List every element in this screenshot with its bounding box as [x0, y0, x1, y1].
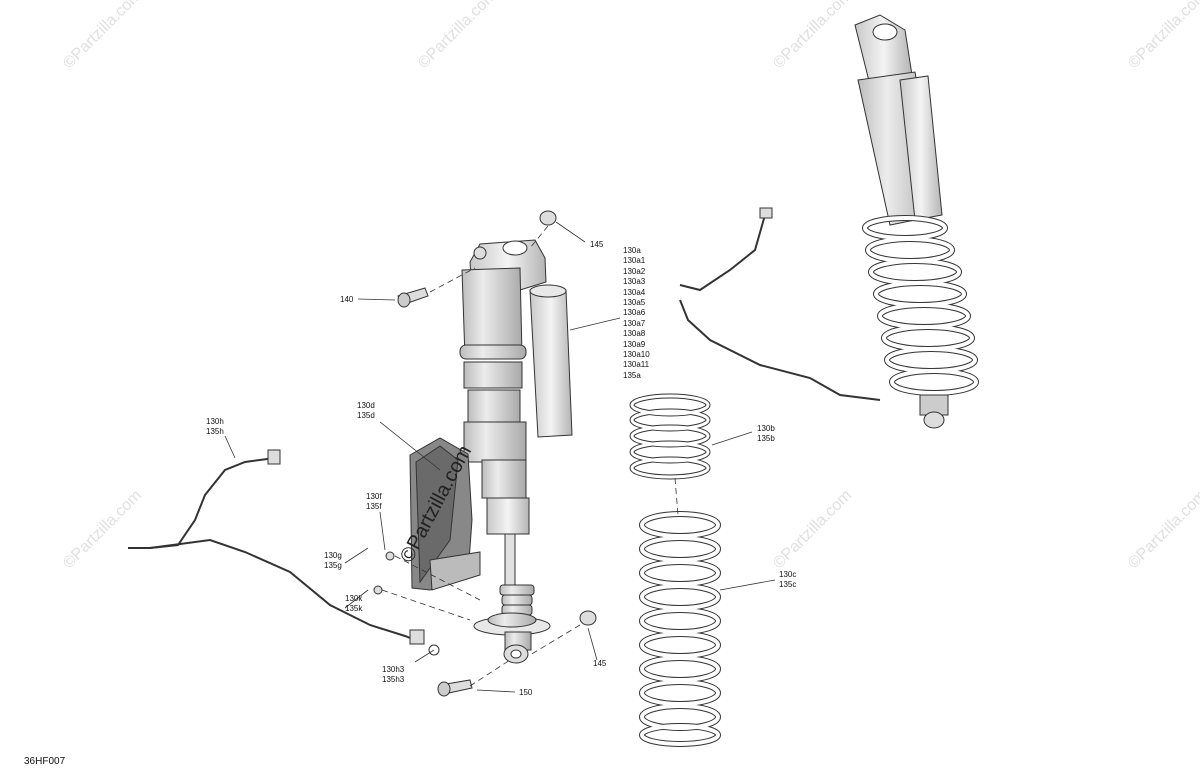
label-140: 140 [340, 295, 354, 304]
label-145-top: 145 [590, 240, 604, 249]
shock-guard [409, 437, 481, 591]
bolt-140 [397, 287, 429, 308]
label-130h3: 130h3 135h3 [382, 665, 405, 685]
assembled-shock [854, 14, 979, 429]
label-130a-group: 130a 130a1 130a2 130a3 130a4 130a5 130a6… [623, 246, 650, 380]
label-130g: 130g 135g [324, 551, 342, 571]
nut-145-bottom [579, 610, 597, 626]
label-150: 150 [519, 688, 533, 697]
label-130d: 130d 135d [357, 401, 375, 421]
label-130k: 130k 135k [345, 594, 363, 614]
diagram-code: 36HF007 [24, 756, 66, 767]
center-shock-absorber [459, 239, 573, 664]
leader-lines [224, 221, 776, 693]
label-130b: 130b 135b [757, 424, 775, 444]
bolt-150 [437, 679, 473, 697]
label-130h: 130h 135h [206, 417, 224, 437]
label-130c: 130c 135c [779, 570, 797, 590]
wiring-harness [128, 214, 881, 643]
label-145-bottom: 145 [593, 659, 607, 668]
label-130f: 130f 135f [366, 492, 382, 512]
upper-spring [629, 393, 711, 480]
nut-145-top [539, 210, 557, 226]
alignment-lines [381, 225, 679, 687]
